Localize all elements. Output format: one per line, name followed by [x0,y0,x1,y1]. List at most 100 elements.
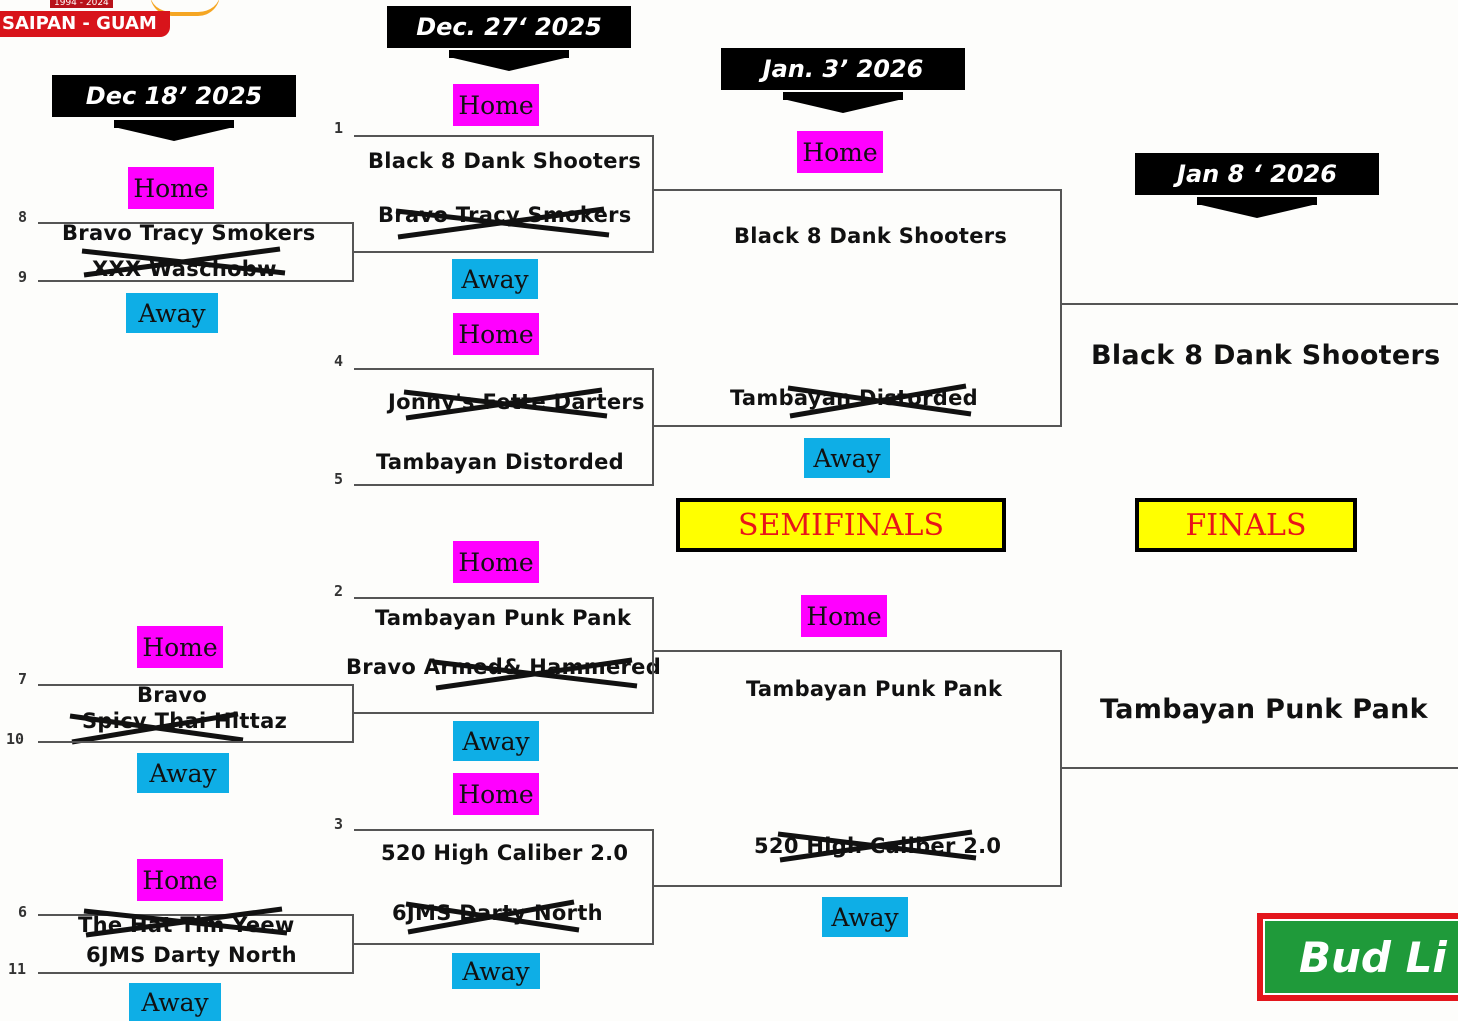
bracket-line [652,829,654,945]
away-badge: Away [126,293,218,333]
bracket-line [652,885,1062,887]
away-badge: Away [804,438,890,478]
away-badge: Away [129,983,221,1021]
seed-number: 8 [18,208,28,226]
arrow-down-icon [449,57,569,71]
logo-text: SAIPAN - GUAM [0,11,170,37]
logo-years: 1994 - 2024 [50,0,113,8]
team-name-eliminated: Spicy Thai Hittaz [82,709,288,733]
team-name-eliminated: Jonny's Fette Darters [388,390,645,414]
bracket-line [652,597,654,714]
team-name: Tambayan Punk Pank [746,677,1003,701]
arrow-down-icon [114,127,234,141]
bracket-line [38,684,354,686]
home-badge: Home [797,131,883,173]
bracket-line [352,222,354,282]
team-name: Tambayan Punk Pank [375,606,632,630]
bracket-line [652,135,654,253]
home-badge: Home [137,859,223,901]
bracket-line [1060,303,1458,305]
bracket-line [354,368,654,370]
bracket-line [354,251,654,253]
team-name-eliminated: Bravo Armed& Hammered [346,655,662,679]
seed-number: 1 [334,119,344,137]
team-name-eliminated: The Hat Tim Yeew [78,913,295,937]
seed-number: 4 [334,352,344,370]
team-name-eliminated: 520 High Caliber 2.0 [754,834,1002,858]
bracket-line [652,650,1062,652]
bracket-line [352,914,354,974]
bracket-line [354,712,654,714]
team-name: Tambayan Distorded [376,450,625,474]
team-name-eliminated: 6JMS Darty North [392,901,603,925]
date-round2: Dec. 27‘ 2025 [387,6,631,48]
away-badge: Away [452,259,538,299]
date-finals: Jan 8 ‘ 2026 [1135,153,1379,195]
finalist-name: Black 8 Dank Shooters [1091,340,1441,371]
home-badge: Home [453,773,539,815]
bracket-line [38,280,354,282]
bracket-line [352,684,354,743]
home-badge: Home [453,313,539,355]
team-name: Black 8 Dank Shooters [734,224,1008,248]
away-badge: Away [822,897,908,937]
team-name: Bravo [137,683,208,707]
bracket-line [354,597,654,599]
date-banner-round1: Dec 18’ 2025 [52,75,296,117]
away-badge: Away [453,721,539,761]
bracket-line [652,189,1062,191]
home-badge: Home [128,167,214,209]
date-banner-semis: Jan. 3’ 2026 [721,48,965,90]
bracket-line [38,972,354,974]
league-logo: 1994 - 2024 SAIPAN - GUAM [0,0,225,38]
bracket-line [38,741,354,743]
sponsor-logo-inner: Bud Li [1263,919,1458,995]
away-badge: Away [137,753,229,793]
date-semis: Jan. 3’ 2026 [721,48,965,90]
bracket-line [354,484,654,486]
logo-swoosh [150,0,220,16]
team-name: Black 8 Dank Shooters [368,149,642,173]
seed-number: 10 [6,730,25,748]
team-name-eliminated: Tambayan Distorded [730,386,979,410]
bracket-line [652,368,654,486]
team-name-eliminated: Bravo Tracy Smokers [378,203,632,227]
seed-number: 7 [18,670,28,688]
seed-number: 9 [18,268,28,286]
team-name: 6JMS Darty North [86,943,297,967]
date-banner-finals: Jan 8 ‘ 2026 [1135,153,1379,195]
seed-number: 2 [334,582,344,600]
bracket-line [38,222,354,224]
finals-label: FINALS [1135,498,1357,552]
bracket-line [354,135,654,137]
home-badge: Home [137,626,223,668]
arrow-stem [1197,197,1317,205]
finalist-name: Tambayan Punk Pank [1100,694,1428,725]
arrow-stem [114,120,234,128]
team-name: Bravo Tracy Smokers [62,221,316,245]
semifinals-label: SEMIFINALS [676,498,1006,552]
sponsor-logo: Bud Li [1257,913,1458,1001]
arrow-down-icon [1197,204,1317,218]
away-badge: Away [452,953,540,989]
bracket-line [652,425,1062,427]
home-badge: Home [453,84,539,126]
bracket-line [1060,189,1062,427]
bracket-line [354,829,654,831]
seed-number: 6 [18,903,28,921]
bracket-line [354,943,654,945]
seed-number: 5 [334,470,344,488]
date-round1: Dec 18’ 2025 [52,75,296,117]
bracket-line [1060,767,1458,769]
seed-number: 3 [334,815,344,833]
arrow-stem [783,92,903,100]
arrow-down-icon [783,99,903,113]
home-badge: Home [801,595,887,637]
seed-number: 11 [8,960,27,978]
sponsor-text: Bud Li [1299,933,1447,982]
arrow-stem [449,50,569,58]
home-badge: Home [453,541,539,583]
team-name-eliminated: XXX Waschobw [92,257,277,281]
date-banner-round2: Dec. 27‘ 2025 [387,6,631,48]
team-name: 520 High Caliber 2.0 [381,841,629,865]
